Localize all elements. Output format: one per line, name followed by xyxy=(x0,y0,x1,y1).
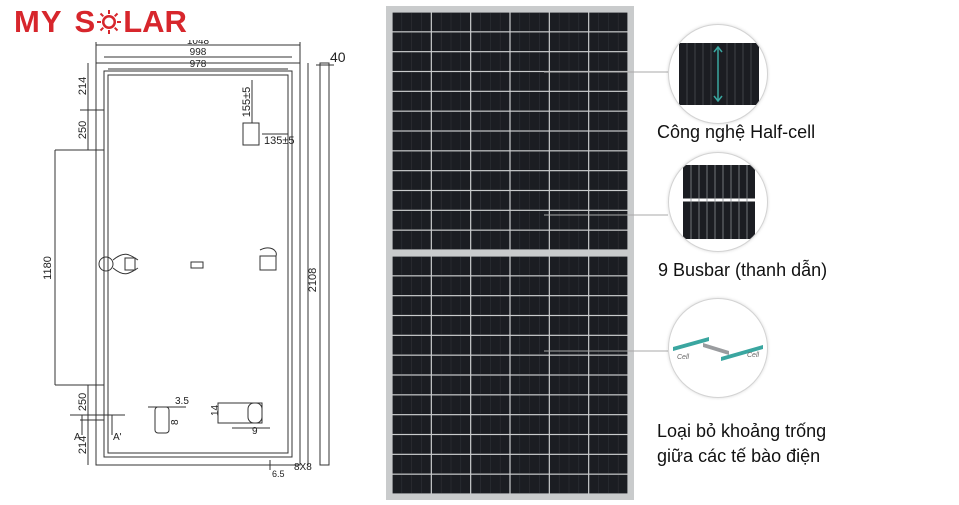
dim-width-inner: 998 xyxy=(190,47,207,58)
cell-text-left: Cell xyxy=(677,354,690,361)
frame-outer xyxy=(95,62,301,466)
junction-box xyxy=(242,122,260,146)
solar-panel xyxy=(386,6,634,500)
dim-detail-8: 8 xyxy=(170,419,181,425)
dim-detail-14: 14 xyxy=(210,404,221,416)
feature-label-half-cell: Công nghệ Half-cell xyxy=(657,122,816,142)
logo-text-s: S xyxy=(74,4,96,39)
dim-jbox-y: 155±5 xyxy=(241,87,253,118)
dim-detail-35: 3.5 xyxy=(175,396,189,407)
dim-slot: 8X8 xyxy=(294,462,312,473)
feature-label-cell-gap-line1: Loại bỏ khoảng trống xyxy=(657,421,827,441)
detail-slot-2 xyxy=(217,402,263,424)
dim-bottom-offset: 214 xyxy=(77,436,89,454)
cell-gap-icon: Cell Cell xyxy=(668,298,768,398)
sun-icon xyxy=(97,10,122,34)
feature-label-cell-gap-line2: giữa các tế bào điện xyxy=(657,446,821,466)
logo-text-lar: LAR xyxy=(123,4,187,39)
dim-edge-65: 6.5 xyxy=(272,469,285,479)
dim-width-mount: 978 xyxy=(190,59,207,70)
dim-hole-spacing: 1180 xyxy=(42,256,54,280)
dim-jbox-x: 135±5 xyxy=(264,135,295,147)
dim-width-total: 1048 xyxy=(187,40,210,47)
dim-detail-9: 9 xyxy=(252,426,258,437)
section-a: A xyxy=(74,432,81,443)
side-profile xyxy=(319,62,330,466)
detail-slot-1 xyxy=(154,406,170,434)
half-cell-icon xyxy=(668,24,768,124)
dim-height-total: 2108 xyxy=(307,268,319,292)
dim-top-offset: 214 xyxy=(77,77,89,95)
dim-top-gap: 250 xyxy=(77,121,89,139)
connector-left xyxy=(98,256,114,272)
frame-inner xyxy=(103,70,293,458)
section-a-prime: A' xyxy=(113,432,122,443)
feature-label-cell-gap: Loại bỏ khoảng trống giữa các tế bào điệ… xyxy=(657,419,826,469)
callout-lines xyxy=(544,71,668,352)
logo-text-my: MY xyxy=(14,4,63,39)
dim-thickness: 40 xyxy=(330,49,346,65)
cell-text-right: Cell xyxy=(747,352,760,359)
brand-logo: MY S LAR xyxy=(14,4,187,40)
dim-bottom-gap: 250 xyxy=(77,393,89,411)
frame-mount xyxy=(107,74,289,454)
feature-label-busbar: 9 Busbar (thanh dẫn) xyxy=(658,260,828,280)
technical-drawing: 1048 998 978 40 2108 1180 214 250 250 21… xyxy=(42,40,346,479)
busbar-icon xyxy=(668,152,768,252)
